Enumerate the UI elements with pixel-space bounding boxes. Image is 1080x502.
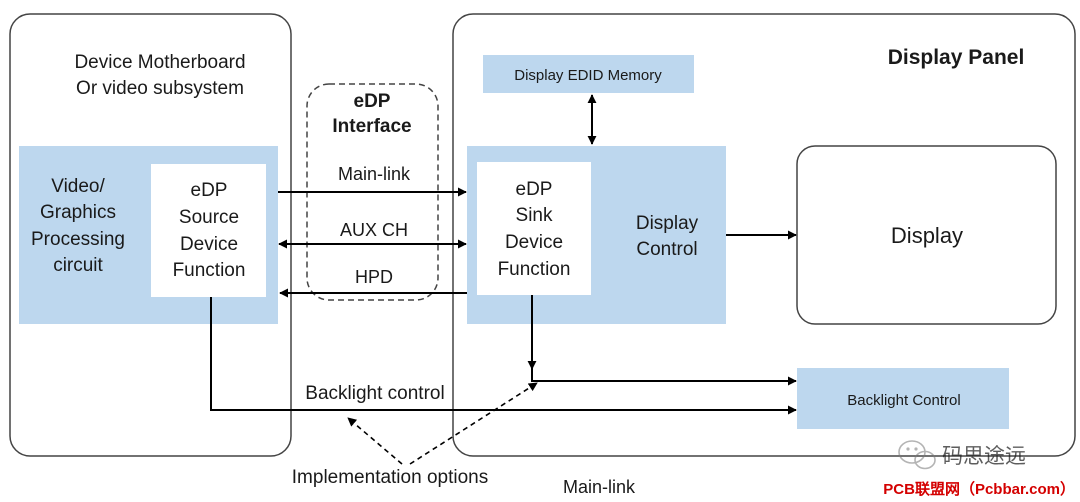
backlight-control-block [797, 368, 1009, 429]
edp-sink-line4: Function [498, 259, 571, 280]
edp-interface-line1: eDP [354, 91, 391, 112]
edp-sink-line3: Device [505, 232, 563, 253]
edp-sink-block [477, 162, 591, 295]
motherboard-title-line2: Or video subsystem [76, 78, 244, 99]
display-panel-outline [452, 13, 1076, 457]
edp-sink-line1: eDP [516, 179, 553, 200]
edp-source-line2: Source [179, 207, 239, 228]
source-backlight-path [210, 297, 797, 415]
watermark-wechat-text: 码思途远 [942, 445, 1026, 468]
sink-backlight-path [531, 295, 797, 386]
display-control-line2: Control [636, 239, 697, 260]
edp-source-line4: Function [173, 260, 246, 281]
edp-interface-line2: Interface [332, 116, 411, 137]
watermark-site-text: PCB联盟网（Pcbbar.com） [883, 480, 1075, 498]
edp-source-block [151, 164, 266, 297]
wechat-icon [898, 440, 936, 470]
backlight-control-box-label: Backlight Control [847, 392, 960, 409]
display-control-line1: Display [636, 213, 699, 234]
implementation-dashed-left [347, 417, 403, 465]
hpd-label: HPD [355, 267, 393, 287]
aux-ch-label: AUX CH [340, 220, 408, 240]
display-panel-title: Display Panel [888, 46, 1025, 69]
main-link-label: Main-link [338, 164, 411, 184]
motherboard-outline [9, 13, 292, 457]
implementation-options-label: Implementation options [292, 467, 488, 488]
display-block [796, 145, 1057, 325]
implementation-dashed-right [409, 382, 538, 465]
edp-source-line1: eDP [191, 180, 228, 201]
backlight-control-label: Backlight control [305, 383, 444, 404]
video-graphics-line2: Graphics [40, 202, 116, 223]
video-graphics-line1: Video/ [51, 176, 105, 197]
bottom-main-link-label: Main-link [563, 477, 636, 497]
edp-source-line3: Device [180, 234, 238, 255]
display-label: Display [891, 223, 963, 248]
edid-memory-label: Display EDID Memory [514, 67, 662, 84]
edp-sink-line2: Sink [516, 205, 553, 226]
video-graphics-line4: circuit [53, 255, 103, 276]
edid-memory-block [483, 55, 694, 93]
video-graphics-line3: Processing [31, 229, 125, 250]
motherboard-title-line1: Device Motherboard [74, 52, 245, 73]
